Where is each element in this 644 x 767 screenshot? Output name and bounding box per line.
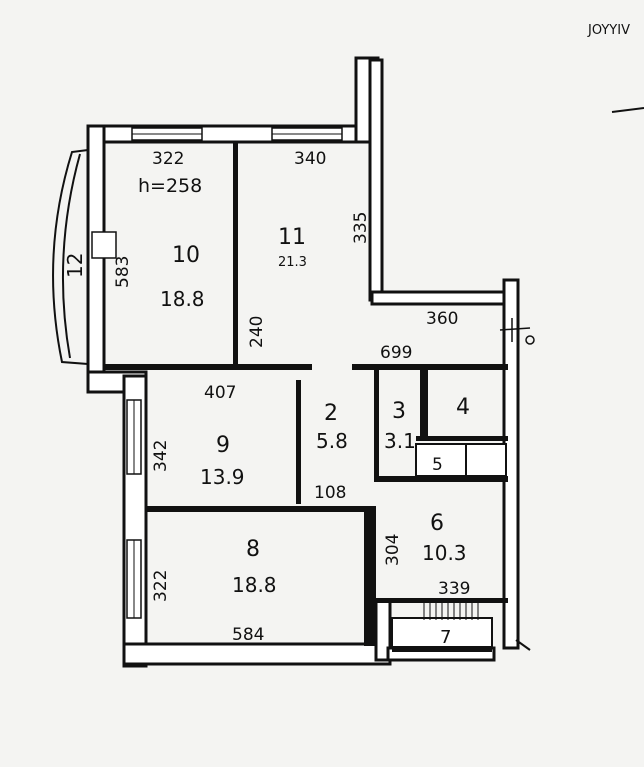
ceiling-height-note: h=258 xyxy=(138,175,202,197)
room-11-number: 11 xyxy=(278,225,306,250)
dim-108: 108 xyxy=(314,483,346,503)
dim-322-left: 322 xyxy=(151,570,171,602)
room-12-number: 12 xyxy=(63,253,87,278)
dim-584: 584 xyxy=(232,625,264,645)
room-11-area: 21.3 xyxy=(278,255,307,270)
wall-9-8 xyxy=(146,506,368,512)
room-9-area: 13.9 xyxy=(200,465,245,489)
wall-7-bottom xyxy=(392,646,492,652)
wall-3-4 xyxy=(420,370,428,438)
room-6-number: 6 xyxy=(430,511,444,536)
dim-699: 699 xyxy=(380,343,412,363)
wall-step xyxy=(370,290,514,306)
balcony-inner xyxy=(61,153,81,359)
room-4-number: 4 xyxy=(456,395,470,420)
dim-407: 407 xyxy=(204,383,236,403)
room-2-number: 2 xyxy=(324,401,338,426)
wall-8-6 xyxy=(364,506,376,646)
dim-335: 335 xyxy=(351,212,371,244)
wall-bottom xyxy=(122,642,392,666)
room-8-number: 8 xyxy=(246,537,260,562)
dim-583: 583 xyxy=(113,256,133,288)
wall-right-upper xyxy=(368,58,384,302)
wall-4-bottom xyxy=(416,436,508,441)
room-7-box xyxy=(391,617,493,649)
dim-360: 360 xyxy=(426,309,458,329)
room-5-shaft xyxy=(465,443,507,477)
room-2-area: 5.8 xyxy=(316,429,348,453)
dim-322-top: 322 xyxy=(152,149,184,169)
room-3-number: 3 xyxy=(392,399,406,424)
room-7-number: 7 xyxy=(440,627,451,648)
wall-9-2 xyxy=(296,380,301,504)
room-8-area: 18.8 xyxy=(232,573,277,597)
room-9-number: 9 xyxy=(216,433,230,458)
balcony-door xyxy=(91,231,117,259)
wall-11-bottom xyxy=(232,364,312,370)
corner-mark: JOYYIV xyxy=(587,23,630,38)
room-5-number: 5 xyxy=(432,455,443,475)
corner-stroke xyxy=(611,107,644,113)
wall-10-bottom xyxy=(104,364,234,370)
wall-hall-top xyxy=(352,364,508,370)
room-3-area: 3.1 xyxy=(384,429,416,453)
room-10-number: 10 xyxy=(172,243,200,268)
room-10-area: 18.8 xyxy=(160,287,205,311)
dim-339: 339 xyxy=(438,579,470,599)
wall-6-top xyxy=(374,476,508,482)
wall-end-mark xyxy=(515,639,531,651)
entrance-mark xyxy=(499,318,535,345)
dim-340: 340 xyxy=(294,149,326,169)
balcony-outline xyxy=(52,149,89,365)
room-6-area: 10.3 xyxy=(422,541,467,565)
wall-10-11 xyxy=(233,142,238,364)
dim-342: 342 xyxy=(151,440,171,472)
dim-240: 240 xyxy=(247,316,267,348)
stair-hatch xyxy=(423,600,479,620)
wall-3-left xyxy=(374,370,379,480)
dim-304: 304 xyxy=(383,534,403,566)
